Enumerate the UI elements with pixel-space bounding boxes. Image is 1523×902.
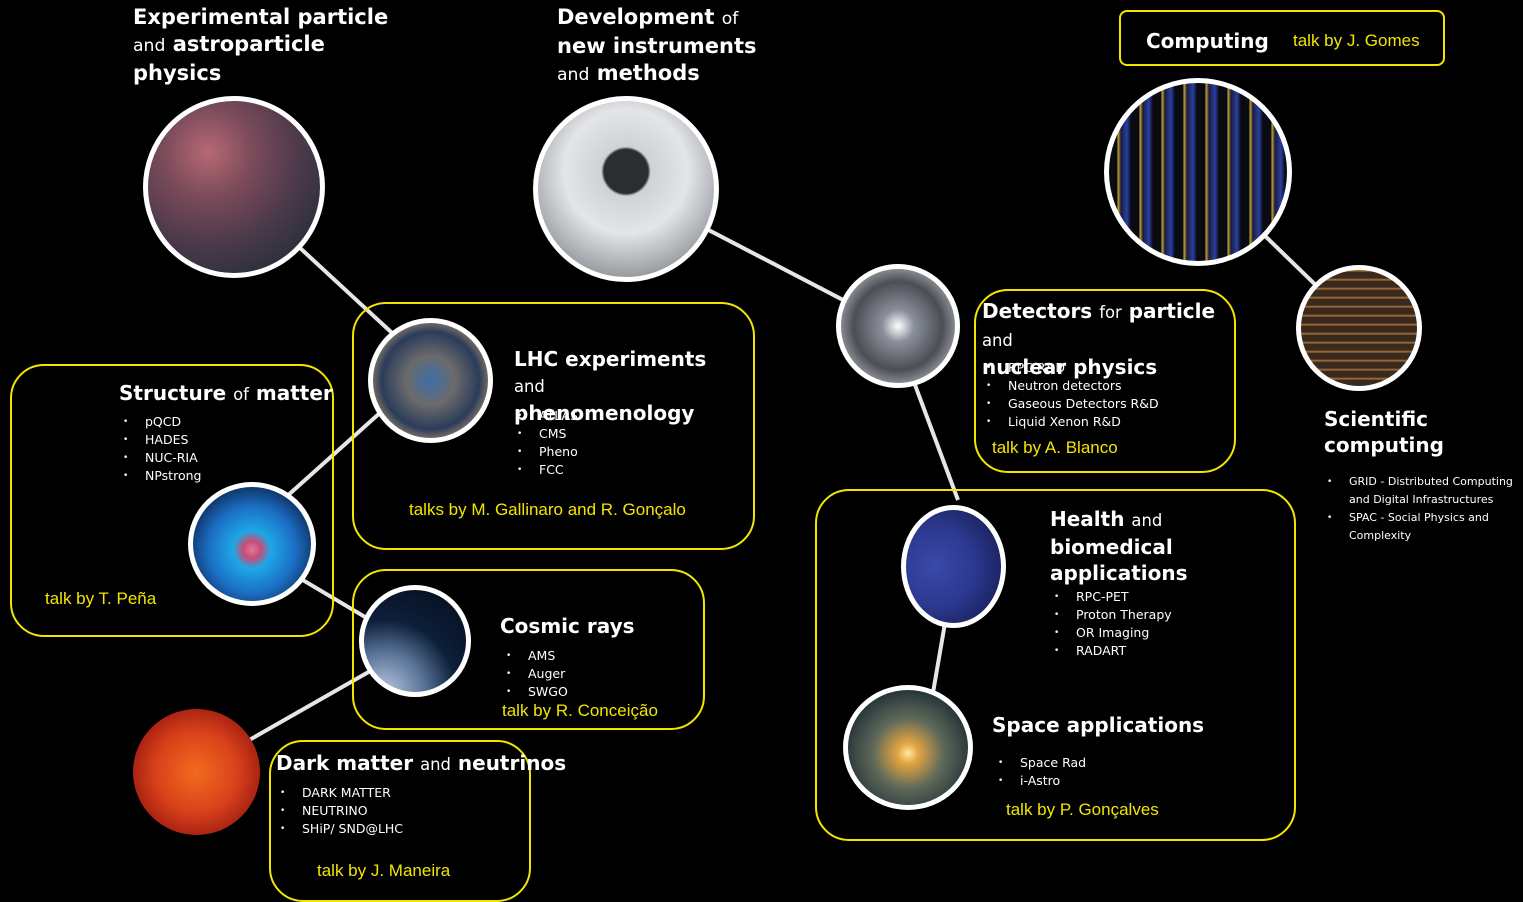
list-item: HADES (119, 431, 201, 449)
heading-line: computing (1324, 432, 1504, 458)
heading-word: methods (597, 61, 700, 85)
heading-line: physics (133, 60, 393, 87)
sun-image (133, 709, 260, 835)
heading-development: Development of new instruments and metho… (557, 4, 777, 89)
heading-word: LHC experiments (514, 347, 706, 371)
heading-connector: and (514, 377, 545, 396)
list-item: Auger (502, 665, 568, 683)
heading-connector: and (557, 65, 589, 85)
structure-list: pQCD HADES NUC-RIA NPstrong (119, 413, 201, 485)
list-item: SHiP/ SND@LHC (276, 820, 403, 838)
heading-connector: and (982, 331, 1013, 350)
chip-image (1296, 265, 1422, 391)
list-item: RPC R&D (982, 359, 1159, 377)
heading-line: new instruments (557, 33, 777, 60)
list-item: ATLAS (513, 407, 578, 425)
list-item: FCC (513, 461, 578, 479)
heading-word: astroparticle (173, 32, 325, 56)
heading-word: matter (256, 381, 333, 405)
heading-cosmic: Cosmic rays (500, 613, 635, 639)
heading-health: Health and biomedical applications (1050, 506, 1290, 586)
heading-word: neutrinos (458, 751, 566, 775)
heading-dark-matter: Dark matter and neutrinos (276, 750, 566, 778)
heading-line: Scientific (1324, 406, 1504, 432)
heading-word: Development (557, 5, 714, 29)
list-item: Gaseous Detectors R&D (982, 395, 1159, 413)
list-item: NEUTRINO (276, 802, 403, 820)
list-item: OR Imaging (1050, 624, 1172, 642)
scientific-computing-list: GRID - Distributed Computing and Digital… (1323, 473, 1518, 545)
list-item: CMS (513, 425, 578, 443)
list-item: SWGO (502, 683, 568, 701)
heading-word: Dark matter (276, 751, 413, 775)
talk-detectors: talk by A. Blanco (992, 438, 1118, 458)
list-item: Neutron detectors (982, 377, 1159, 395)
heading-connector: and (420, 755, 451, 774)
cosmic-list: AMS Auger SWGO (502, 647, 568, 701)
list-item: Proton Therapy (1050, 606, 1172, 624)
talk-dark-matter: talk by J. Maneira (317, 861, 450, 881)
list-item: SPAC - Social Physics and Complexity (1323, 509, 1518, 545)
list-item: Liquid Xenon R&D (982, 413, 1159, 431)
dark-matter-list: DARK MATTER NEUTRINO SHiP/ SND@LHC (276, 784, 403, 838)
heading-connector: of (233, 385, 249, 404)
heading-connector: for (1099, 303, 1122, 322)
heading-word: biomedical (1050, 535, 1173, 559)
instrument-image (533, 96, 719, 282)
list-item: RADART (1050, 642, 1172, 660)
heading-word: Detectors (982, 299, 1092, 323)
detectors-list: RPC R&D Neutron detectors Gaseous Detect… (982, 359, 1159, 431)
heading-computing: Computing (1146, 28, 1269, 54)
list-item: NPstrong (119, 467, 201, 485)
talk-lhc: talks by M. Gallinaro and R. Gonçalo (409, 500, 686, 520)
list-item: pQCD (119, 413, 201, 431)
heading-word: Health (1050, 507, 1124, 531)
list-item: AMS (502, 647, 568, 665)
detector-tunnel-image (836, 264, 960, 388)
list-item: Pheno (513, 443, 578, 461)
heading-structure: Structure of matter (119, 380, 333, 408)
talk-cosmic: talk by R. Conceição (502, 701, 658, 721)
heading-connector: and (133, 36, 165, 56)
heading-space: Space applications (992, 712, 1204, 738)
health-list: RPC-PET Proton Therapy OR Imaging RADART (1050, 588, 1172, 660)
heading-word: particle (1129, 299, 1215, 323)
list-item: DARK MATTER (276, 784, 403, 802)
heading-line: Experimental particle (133, 4, 393, 31)
computing-cluster-image (1104, 78, 1292, 266)
list-item: RPC-PET (1050, 588, 1172, 606)
talk-computing: talk by J. Gomes (1293, 31, 1420, 51)
heading-experimental-physics: Experimental particle and astroparticle … (133, 4, 393, 87)
space-list: Space Rad i-Astro (994, 754, 1086, 790)
heading-connector: and (1131, 511, 1162, 530)
heading-word: Structure (119, 381, 226, 405)
heading-scientific-computing: Scientific computing (1324, 406, 1504, 458)
nebula-image (143, 96, 325, 278)
talk-space-health: talk by P. Gonçalves (1006, 800, 1159, 820)
heading-line: applications (1050, 560, 1290, 586)
list-item: i-Astro (994, 772, 1086, 790)
list-item: Space Rad (994, 754, 1086, 772)
list-item: NUC-RIA (119, 449, 201, 467)
talk-structure: talk by T. Peña (45, 589, 156, 609)
lhc-list: ATLAS CMS Pheno FCC (513, 407, 578, 479)
list-item: GRID - Distributed Computing and Digital… (1323, 473, 1518, 509)
heading-connector: of (722, 9, 739, 29)
